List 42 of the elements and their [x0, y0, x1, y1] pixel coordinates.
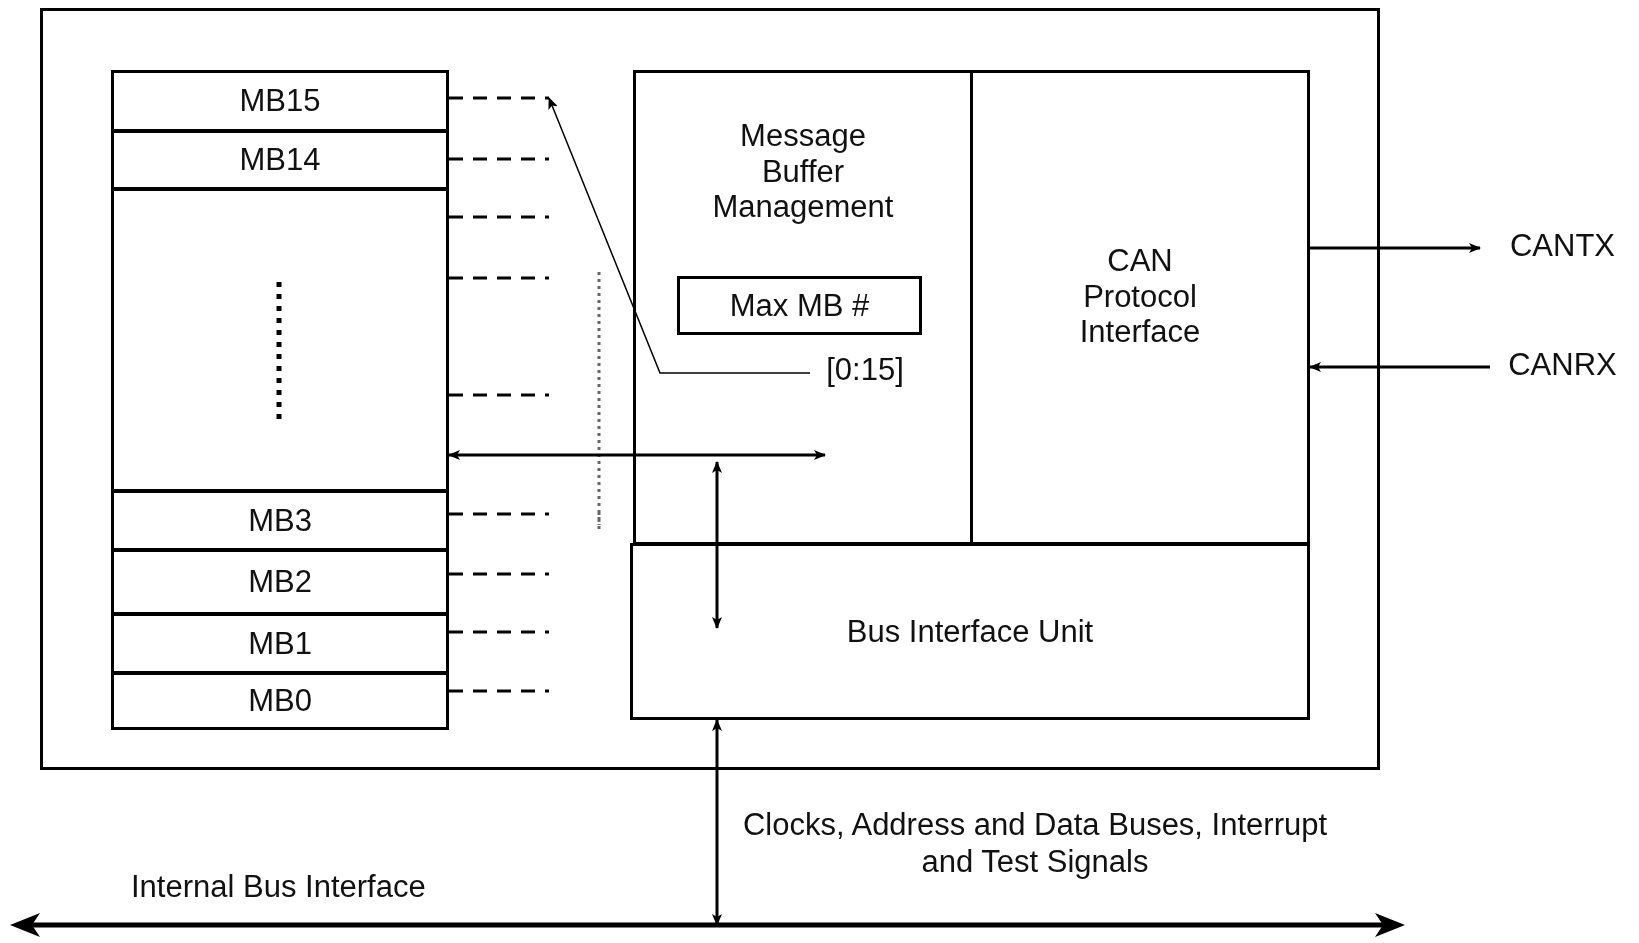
block-label: MB0 [248, 683, 312, 719]
bus-arrow [10, 912, 1405, 938]
module-box [630, 543, 1310, 720]
module-outline [40, 8, 1380, 770]
signal-label: CANTX [1509, 228, 1616, 264]
dashed-line [449, 393, 549, 397]
block-label: Message Buffer Management [711, 118, 895, 225]
register-label: Max MB # [729, 287, 870, 324]
bus-label: Internal Bus Interface [131, 868, 426, 906]
dashed-line [449, 572, 549, 576]
signal-label: CANRX [1508, 347, 1617, 383]
arrow [1310, 243, 1481, 253]
module-box [633, 70, 973, 545]
arrow [712, 461, 722, 629]
arrow [712, 719, 722, 926]
block-label: CAN Protocol Interface [1078, 243, 1202, 350]
arrow [548, 97, 811, 374]
block-label: MB1 [248, 625, 312, 662]
arrow [448, 450, 826, 460]
message-buffer-box [111, 490, 449, 551]
message-buffer-box [111, 130, 449, 190]
block-label: MB3 [248, 502, 312, 539]
message-buffer-box [111, 188, 449, 492]
block-label: Bus Interface Unit [846, 613, 1094, 650]
dashed-line [449, 215, 549, 219]
message-buffer-box [111, 549, 449, 615]
dashed-line [449, 512, 549, 516]
signal-label: [0:15] [826, 352, 904, 388]
message-buffer-box [111, 613, 449, 674]
arrow [1309, 362, 1490, 372]
block-label: MB14 [239, 142, 321, 178]
block-label: MB15 [239, 83, 321, 119]
block-label: MB2 [248, 564, 312, 600]
dashed-line [449, 157, 549, 161]
dashed-line [449, 689, 549, 693]
message-buffer-box [111, 672, 449, 730]
dashed-line [449, 96, 549, 100]
message-buffer-box [111, 70, 449, 132]
module-box [970, 70, 1310, 545]
dashed-line [449, 276, 549, 280]
register-box [677, 276, 922, 335]
dashed-line [449, 630, 549, 634]
